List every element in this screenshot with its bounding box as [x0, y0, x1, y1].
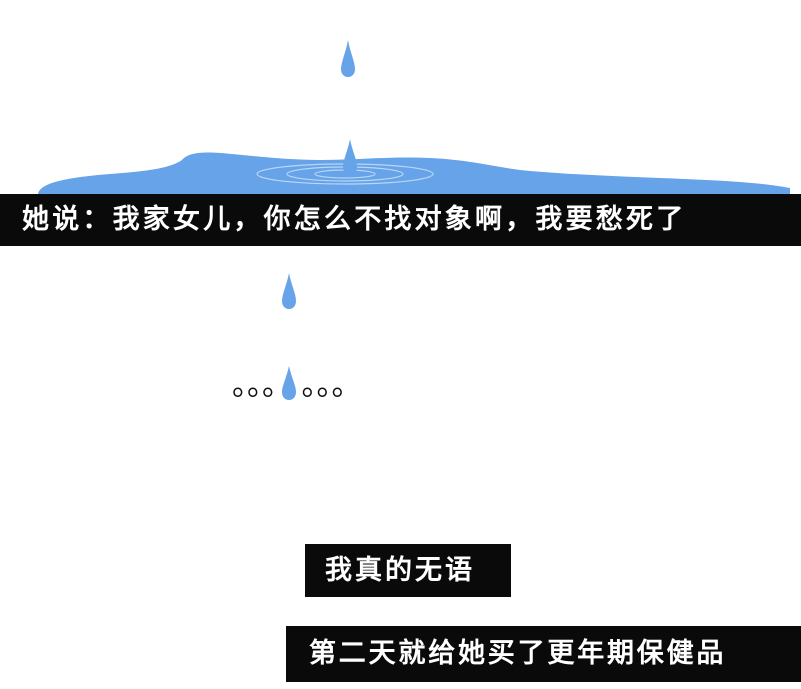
caption-text-3: 第二天就给她买了更年期保健品 [309, 638, 727, 669]
water-puddle [38, 152, 790, 194]
splash-drop [343, 139, 357, 175]
caption-text-2: 我真的无语 [325, 555, 475, 586]
caption-banner-3: 第二天就给她买了更年期保健品 [286, 626, 801, 682]
ellipsis-dots: 。。。 。。。 [232, 368, 362, 403]
falling-drop-middle [282, 273, 296, 309]
caption-banner-2: 我真的无语 [305, 544, 511, 597]
falling-drop-top [341, 40, 355, 77]
falling-drop-lower [282, 366, 296, 400]
caption-banner-1: 她说：我家女儿，你怎么不找对象啊，我要愁死了 [0, 194, 801, 246]
caption-text-1: 她说：我家女儿，你怎么不找对象啊，我要愁死了 [22, 204, 687, 235]
